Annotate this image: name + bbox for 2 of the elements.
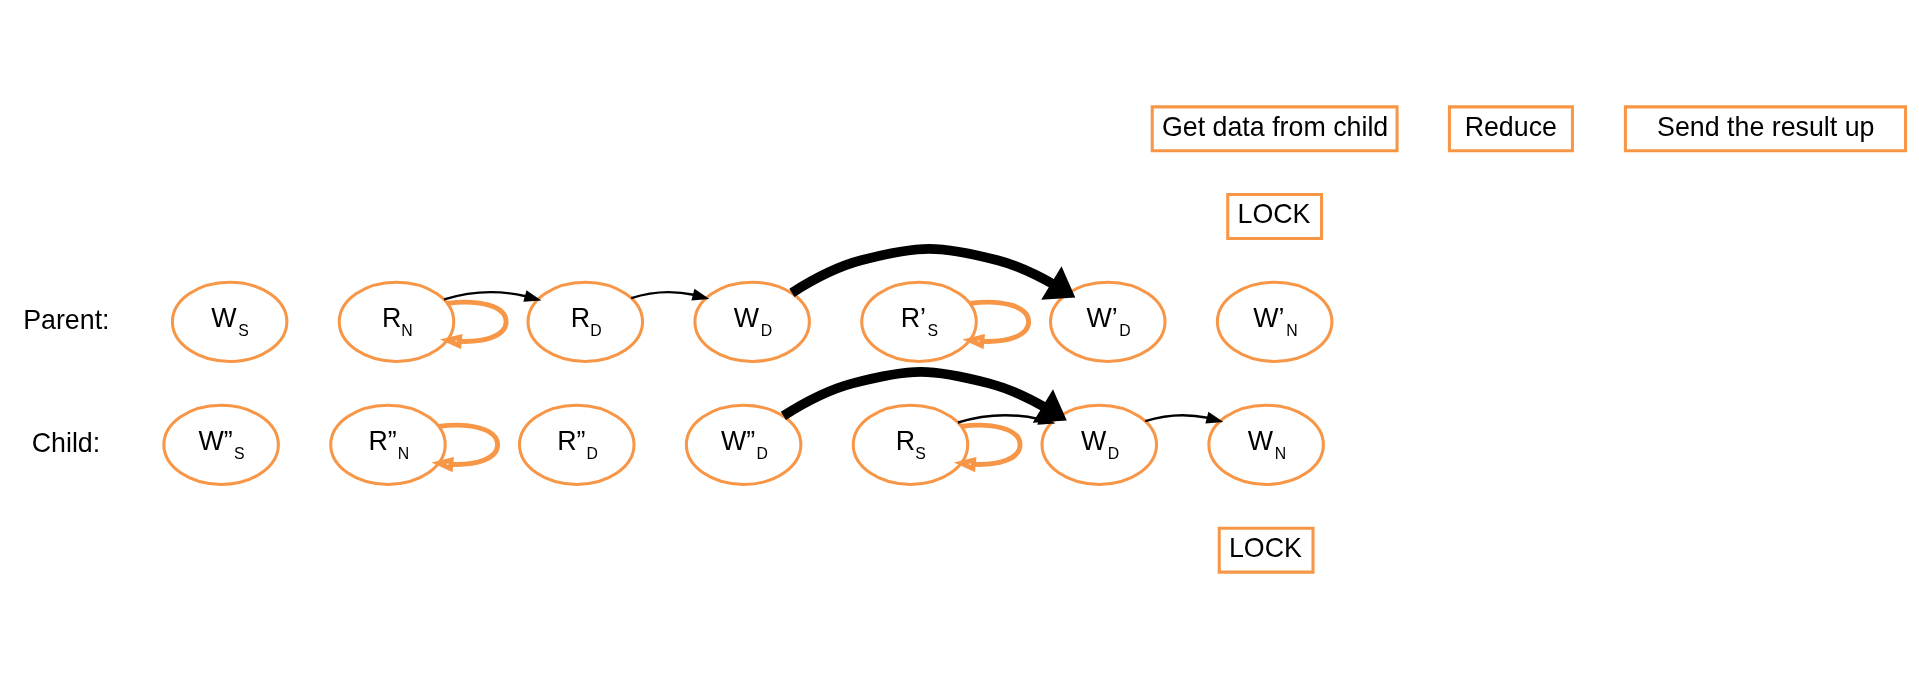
label: Parent: (23, 304, 110, 335)
label: Child: (31, 427, 101, 458)
